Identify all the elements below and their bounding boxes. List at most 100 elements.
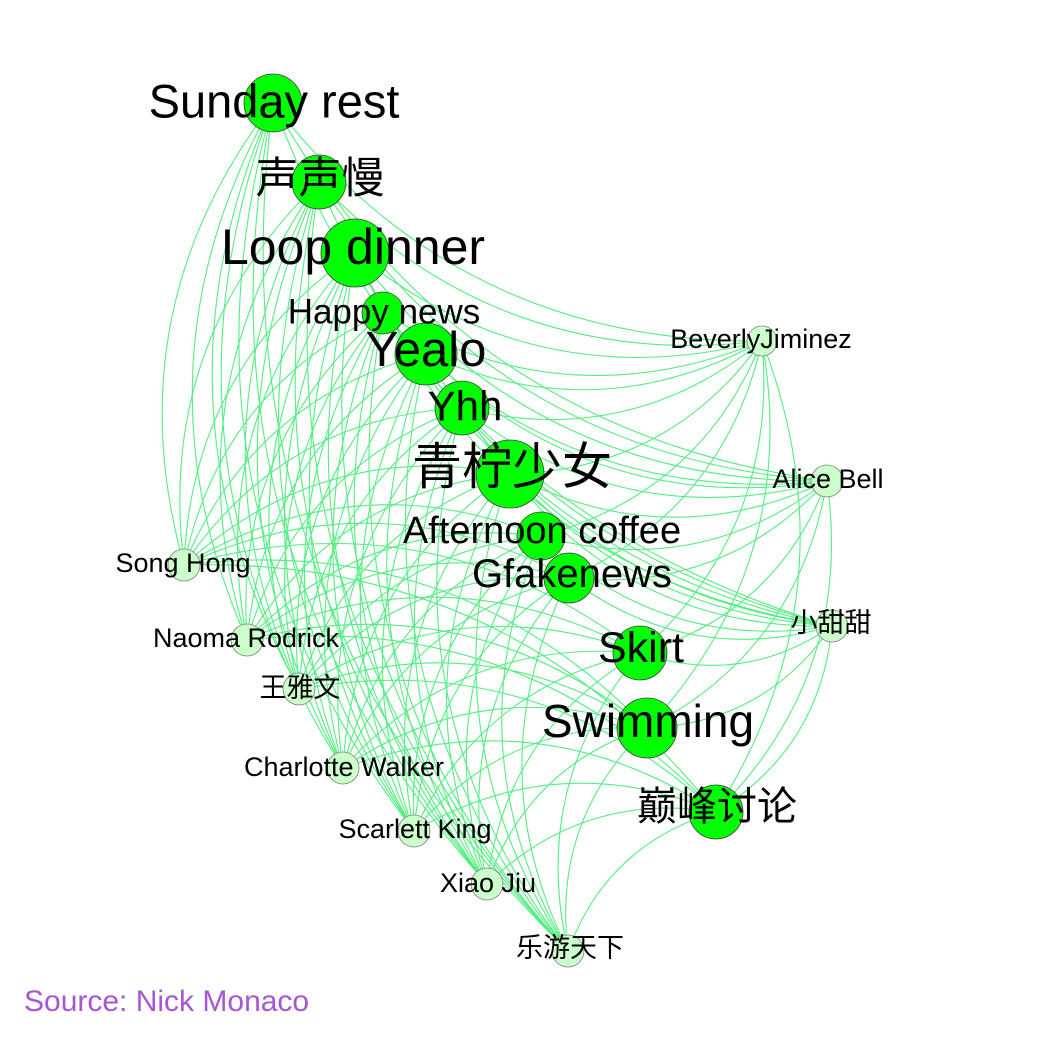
network-edge [354,252,763,358]
network-edge [486,807,717,885]
node-layer [167,73,849,968]
node-label: Alice Bell [772,464,883,494]
network-edge [446,473,511,885]
network-edge [568,480,828,581]
network-edge [308,252,415,832]
node-label: Sunday rest [149,75,400,128]
network-node [543,552,595,604]
network-node [326,751,360,785]
network-node [688,784,744,840]
network-edge [238,102,415,832]
network-edge [354,252,833,627]
network-edge [413,407,488,885]
network-edge [332,312,415,832]
network-edge [298,473,511,690]
network-edge [296,353,427,690]
network-edge [461,407,828,498]
network-edge [252,102,488,885]
network-edge [436,407,569,952]
network-edge [298,679,717,813]
network-edge [715,625,833,813]
network-node [434,380,490,436]
network-edge [277,181,415,832]
network-edge [715,480,833,813]
node-label: Charlotte Walker [244,752,444,782]
node-label: Yhh [428,383,503,430]
network-edge [237,252,356,641]
node-label: 青柠少女 [412,439,612,495]
network-edge [298,576,570,690]
network-edge [191,102,274,641]
network-node [320,218,390,288]
network-edge [183,465,511,566]
network-node [516,511,566,561]
node-label: 声声慢 [256,155,385,203]
network-edge [183,312,384,566]
network-edge [413,577,570,832]
network-node [470,867,504,901]
node-label: Scarlett King [338,814,491,844]
edge-layer [161,102,833,952]
node-label: 巅峰讨论 [637,785,797,829]
network-edge [246,635,717,813]
network-edge [294,181,488,885]
network-edge [246,596,641,654]
network-edge [342,706,648,769]
network-node [230,623,264,657]
network-edge [509,340,763,475]
node-label: 乐游天下 [516,933,624,963]
network-edge [298,625,641,690]
node-label: Xiao Jiu [440,868,536,898]
network-edge [565,727,648,952]
network-edge [475,473,569,952]
node-label: Loop dinner [221,219,485,275]
source-credit: Source: Nick Monaco [24,985,309,1018]
network-node [746,325,778,357]
network-edge [183,407,463,566]
node-label: 王雅文 [260,673,341,703]
network-edge [244,181,320,690]
network-edge [425,340,763,391]
network-edge [639,340,765,654]
network-node [394,322,458,386]
network-edge [413,652,641,832]
network-node [291,154,347,210]
node-label: Happy news [288,293,481,332]
network-node [612,625,668,681]
network-edge [306,181,569,952]
node-label: 小甜甜 [791,608,872,638]
network-edge [568,340,763,579]
node-label: Gfakenews [472,552,672,596]
network-edge [404,473,511,832]
network-node [361,291,405,335]
node-label: BeverlyJiminez [670,324,852,354]
network-edge [284,312,384,690]
network-edge [341,252,569,952]
network-edge [342,577,570,769]
network-edge [521,577,570,952]
network-edge [461,340,763,421]
network-node [551,934,585,968]
network-edge [219,181,320,641]
node-label: Song Hong [115,548,250,578]
node-label: Yealo [366,323,487,377]
network-edge [501,535,569,952]
network-edge [272,102,833,627]
network-node [475,439,545,509]
network-edge [639,480,828,654]
network-node [616,697,678,759]
network-edge [298,407,463,690]
network-edge [413,727,648,832]
node-label: Afternoon coffee [403,510,681,552]
network-edge [486,727,648,885]
network-edge [568,577,833,640]
network-edge [298,662,648,729]
network-edge [342,650,641,769]
node-label: Naoma Rodrick [153,623,340,653]
network-node [397,814,431,848]
network-edge [211,102,300,690]
network-edge [540,480,828,550]
network-edge [368,312,569,952]
